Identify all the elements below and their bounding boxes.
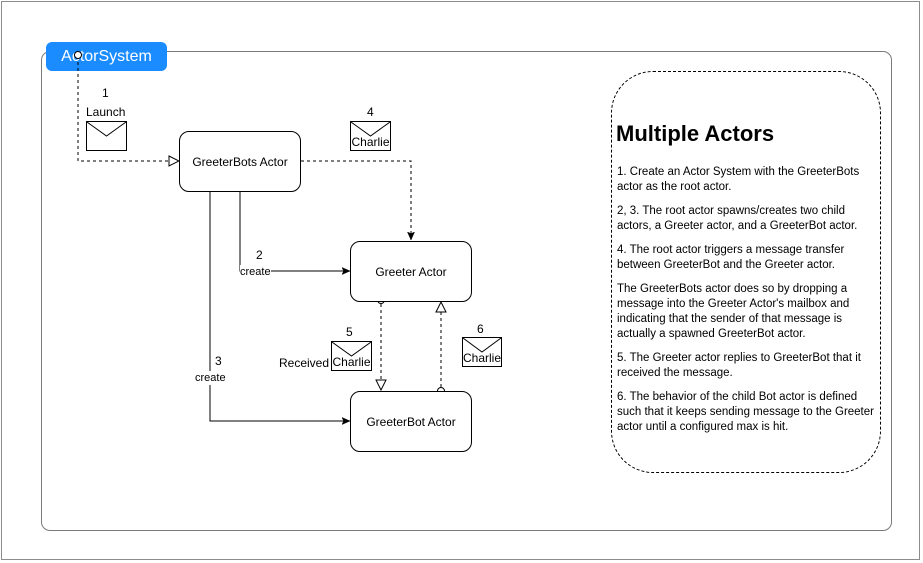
step-5-number: 5 — [346, 325, 353, 339]
notes-title: Multiple Actors — [616, 121, 775, 146]
step-6-number: 6 — [477, 322, 484, 336]
notes-item: The GreeterBots actor does so by droppin… — [617, 283, 850, 340]
greeterbots-actor-label: GreeterBots Actor — [192, 154, 288, 169]
notes-item: 4. The root actor triggers a message tra… — [617, 244, 845, 271]
step-2-label: create — [240, 265, 271, 279]
step-6-envelope-text: Charlie — [463, 351, 502, 365]
notes-list: 1. Create an Actor System with the Greet… — [617, 165, 875, 444]
step-3-label: create — [195, 371, 226, 385]
step-4-envelope-text: Charlie — [351, 135, 390, 149]
greeterbot-actor-label: GreeterBot Actor — [366, 414, 456, 429]
greeter-actor-label: Greeter Actor — [375, 264, 447, 279]
step-4-envelope-icon: Charlie — [350, 121, 391, 151]
step-4-number: 4 — [367, 105, 374, 119]
step-5-envelope-text: Charlie — [332, 355, 371, 369]
create-greeterbot-connector — [209, 192, 350, 421]
notes-item: 2, 3. The root actor spawns/creates two … — [617, 205, 858, 232]
notes-panel — [611, 71, 881, 473]
greeter-actor-box[interactable]: Greeter Actor — [350, 241, 472, 302]
actor-system-tab[interactable]: ActorSystem — [46, 42, 167, 71]
step-1-label: Launch — [86, 105, 126, 119]
notes-item: 6. The behavior of the child Bot actor i… — [617, 391, 874, 433]
launch-envelope-icon — [86, 121, 127, 151]
step-5-envelope-icon: Charlie — [331, 341, 372, 371]
launch-connector — [77, 56, 179, 161]
launch-connector-start — [74, 51, 82, 59]
greeterbots-actor-box[interactable]: GreeterBots Actor — [179, 131, 301, 192]
step-6-envelope-icon: Charlie — [462, 337, 502, 367]
step-1-number: 1 — [102, 86, 109, 100]
step-5-label: Received — [279, 356, 330, 370]
actor-system-frame — [41, 51, 892, 531]
message-connector — [301, 160, 411, 240]
step-3-number: 3 — [215, 354, 222, 368]
greeterbot-actor-box[interactable]: GreeterBot Actor — [350, 391, 472, 452]
step-2-number: 2 — [256, 248, 263, 262]
notes-item: 1. Create an Actor System with the Greet… — [617, 166, 860, 193]
notes-item: 5. The Greeter actor replies to GreeterB… — [617, 352, 861, 379]
